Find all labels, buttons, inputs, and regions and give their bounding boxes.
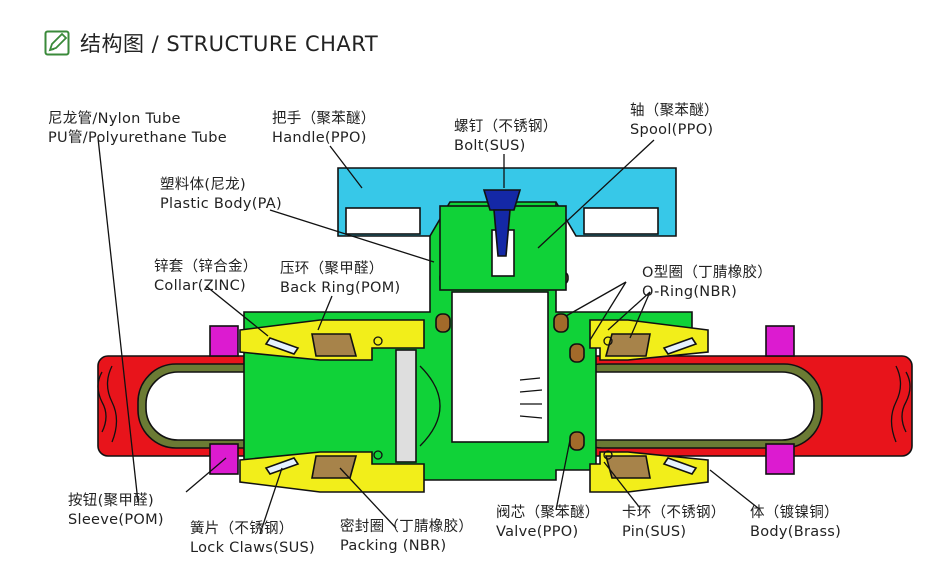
- label-pin: 卡环（不锈钢）Pin(SUS): [622, 505, 726, 540]
- label-valve: 阀芯（聚苯醚）Valve(PPO): [496, 505, 600, 540]
- edit-pencil-icon: [44, 30, 70, 56]
- chart-header: 结构图 / STRUCTURE CHART: [44, 26, 378, 60]
- lock-claws: [264, 337, 698, 475]
- label-packing: 密封圈（丁腈橡胶）Packing (NBR): [340, 519, 474, 554]
- label-sleeve: 按钮(聚甲醛)Sleeve(POM): [68, 493, 164, 528]
- leader-lines: [97, 137, 759, 535]
- sleeve-left: [209, 325, 239, 475]
- label-body: 体（镀镍铜）Body(Brass): [750, 505, 842, 540]
- label-bolt: 螺钉（不锈钢）Bolt(SUS): [454, 119, 558, 154]
- label-back-ring: 压环（聚甲醛）Back Ring(POM): [280, 261, 401, 296]
- page-title: 结构图 / STRUCTURE CHART: [80, 32, 379, 56]
- packing-right: [604, 333, 651, 479]
- label-o-ring: O型圈（丁腈橡胶）O-Ring(NBR): [642, 265, 773, 300]
- label-spool: 轴（聚苯醚）Spool(PPO): [630, 103, 719, 138]
- valve: [395, 349, 543, 463]
- label-collar: 锌套（锌合金）Collar(ZINC): [154, 259, 258, 294]
- label-plastic-body: 塑料体(尼龙)Plastic Body(PA): [160, 177, 282, 212]
- bolt: [482, 189, 522, 257]
- label-handle: 把手（聚苯醚）Handle(PPO): [272, 111, 376, 146]
- pins: [373, 336, 613, 460]
- label-lock-claws: 簧片（不锈钢）Lock Claws(SUS): [190, 521, 315, 556]
- sleeve-right: [765, 325, 795, 475]
- tube-right: [559, 355, 913, 457]
